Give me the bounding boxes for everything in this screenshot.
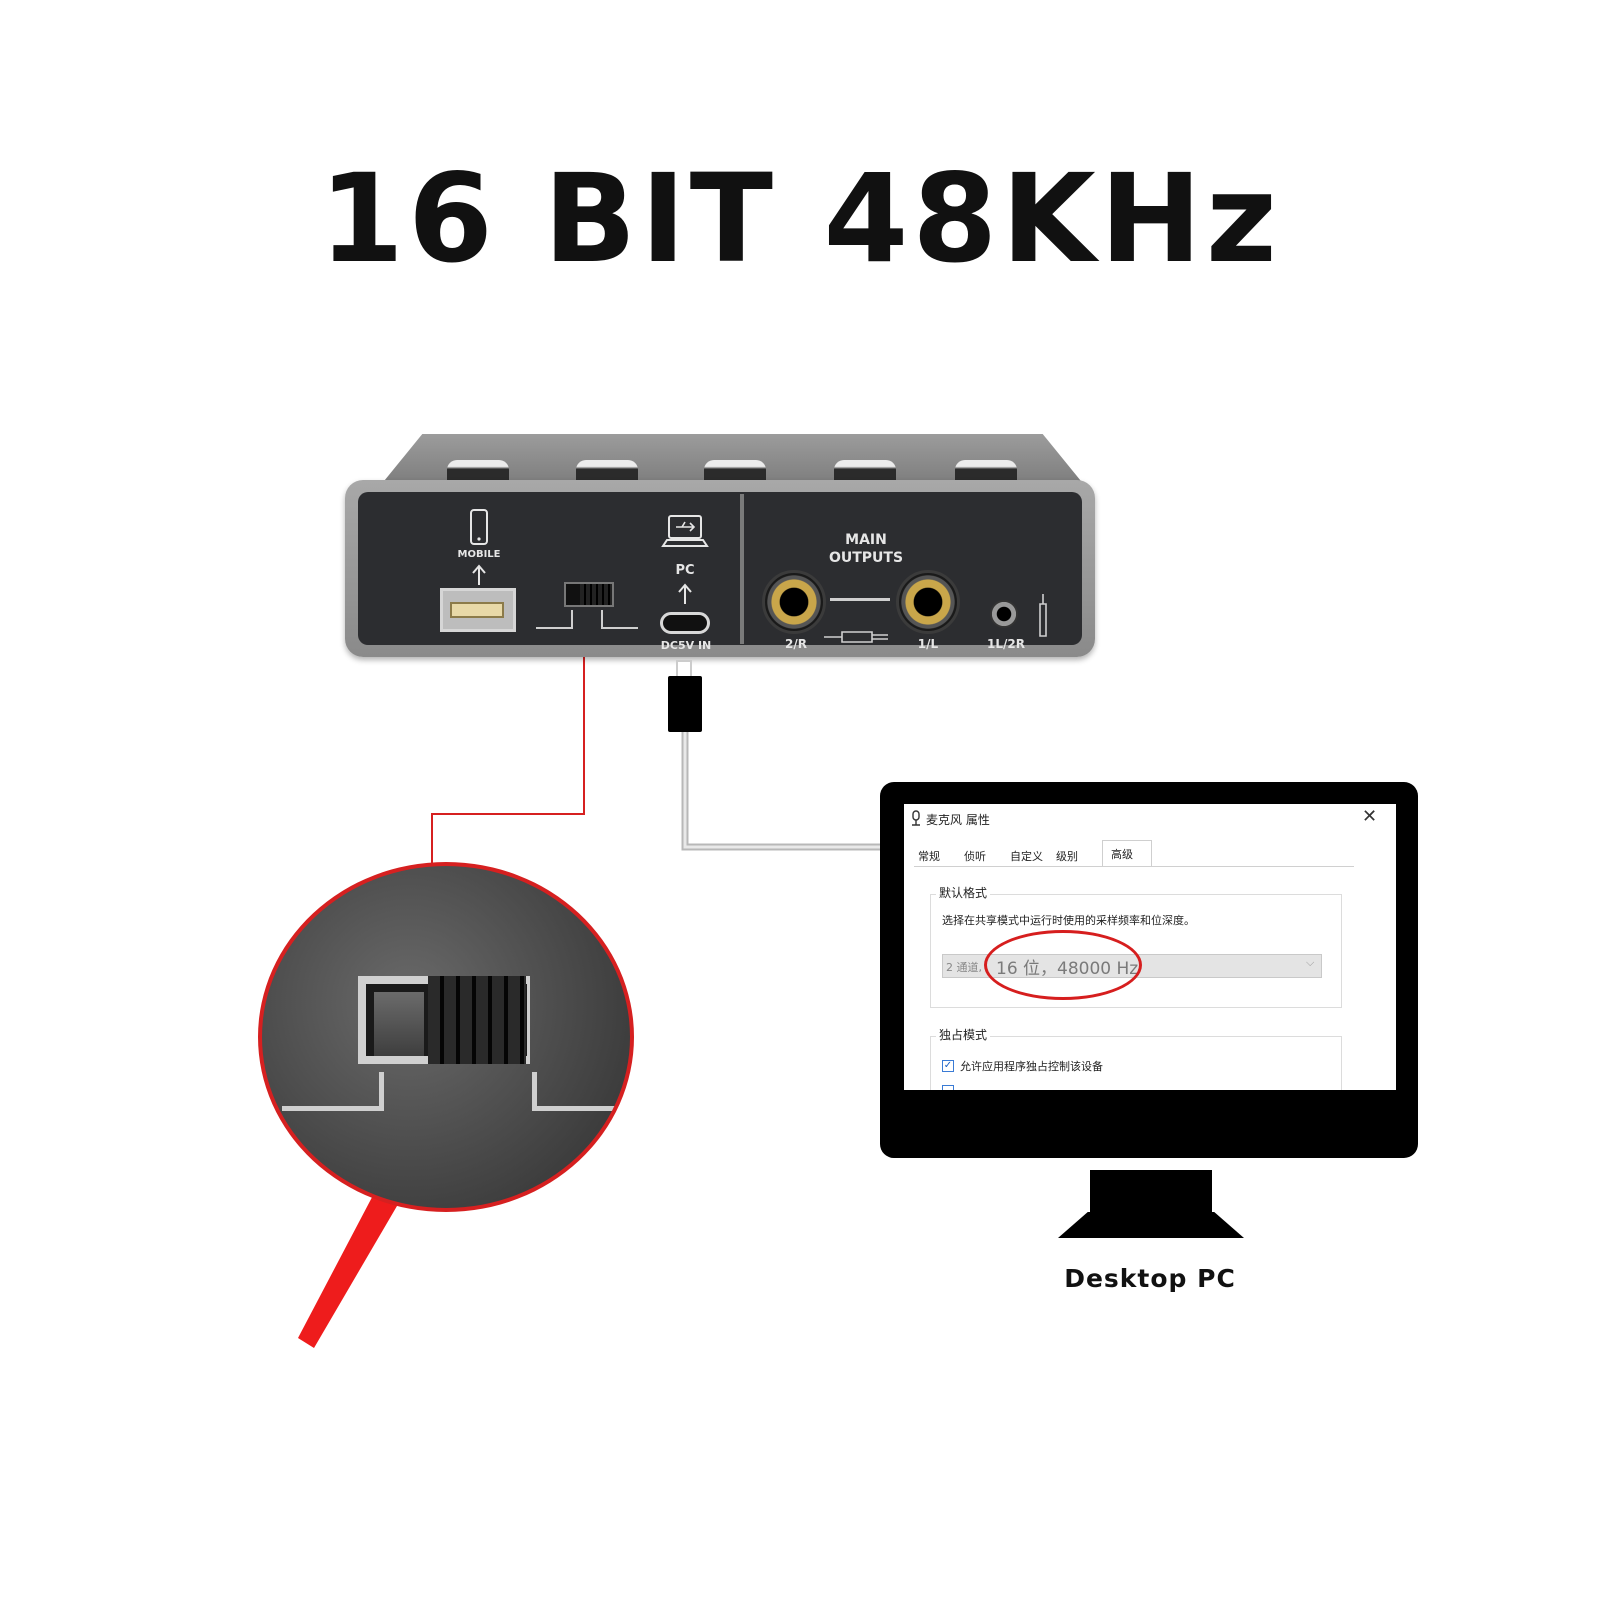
main-outputs-label-line2: OUTPUTS [828,550,904,566]
mini-plug-icon [1039,594,1047,637]
headline-title: 16 BIT 48KHz [319,148,1281,290]
default-format-group [930,894,1342,1008]
chevron-down-icon: ⌵ [1306,956,1315,969]
mini-jack-label: 1L/2R [987,637,1025,651]
usb-c-port[interactable] [660,612,710,634]
output-jack-right[interactable] [762,570,826,634]
callout-line [431,602,585,866]
output-jack-left[interactable] [896,570,960,634]
output-left-label: 1/L [917,637,939,651]
pc-label: PC [675,563,695,578]
tab-listen[interactable]: 侦听 [964,850,986,863]
mode-switch[interactable] [580,584,612,605]
monitor-label: Desktop PC [1064,1264,1236,1293]
zoom-switch-empty-side [374,992,424,1056]
highlight-oval [984,930,1142,1000]
zoom-guide-line [532,1106,630,1111]
exclusive-mode-group [930,1036,1342,1090]
microphone-icon [912,810,920,826]
exclusive-priority-checkbox[interactable] [942,1085,954,1090]
output-right-label: 2/R [785,637,807,651]
tab-general[interactable]: 常规 [918,850,940,863]
mobile-label: MOBILE [457,549,501,560]
exclusive-control-text: 允许应用程序独占控制该设备 [960,1060,1103,1073]
zoom-switch-knob [428,976,526,1064]
exclusive-control-checkbox[interactable]: ✓ [942,1060,954,1072]
plug-icon [824,631,888,643]
tab-custom[interactable]: 自定义 [1010,850,1043,863]
panel-divider [740,494,744,644]
exclusive-mode-label: 独占模式 [936,1026,991,1043]
usb-c-cable-head [668,676,702,732]
close-icon[interactable]: ✕ [1362,806,1378,827]
format-channels: 2 通道, [946,961,982,974]
dc-input-label: DC5V IN [660,639,712,652]
switch-zoom-view [258,862,634,1212]
arrow-up-icon [678,583,692,604]
phone-icon [470,509,488,545]
tab-advanced[interactable]: 高级 [1102,840,1152,866]
monitor-stand-neck [1090,1170,1212,1216]
monitor-stand-base [1058,1212,1244,1238]
arrow-up-icon [472,564,486,585]
zoom-guide-line [379,1072,384,1110]
mini-output-jack[interactable] [990,600,1018,628]
zoom-guide-line [532,1072,537,1110]
usb-a-contacts [450,602,504,618]
main-outputs-label-line1: MAIN [845,532,887,548]
default-format-label: 默认格式 [936,884,991,901]
default-format-description: 选择在共享模式中运行时使用的采样频率和位深度。 [942,914,1195,927]
jack-connector-line [830,598,890,601]
tab-bar [914,844,1354,867]
laptop-usb-icon [661,515,709,547]
dialog-title: 麦克风 属性 [926,813,990,827]
usb-cable [681,732,880,851]
monitor-screen: 麦克风 属性 ✕ 常规 侦听 自定义 级别 高级 默认格式 选择在共享模式中运行… [904,804,1396,1090]
switch-guide-lines [536,610,638,629]
zoom-guide-line [282,1106,384,1111]
tab-levels[interactable]: 级别 [1056,850,1078,863]
